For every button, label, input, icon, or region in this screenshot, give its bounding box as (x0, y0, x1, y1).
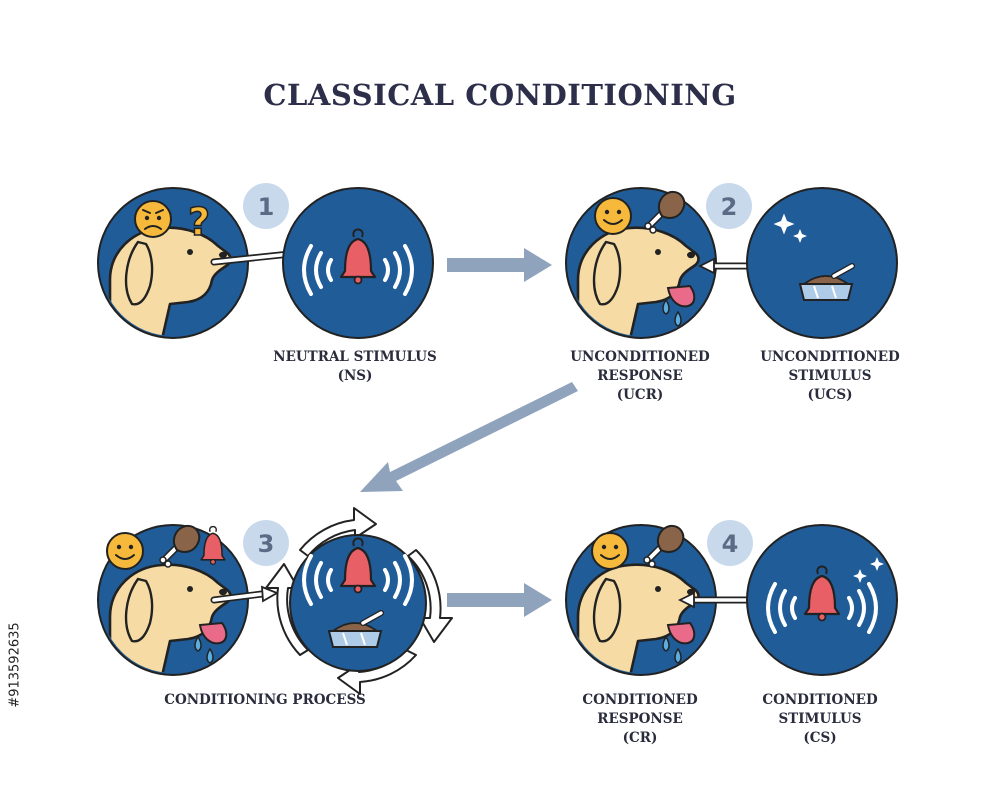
step-3-number-badge: 3 (243, 520, 289, 566)
step-2-dog-circle (565, 187, 717, 339)
step-1-stimulus-circle (282, 187, 434, 339)
stock-id-text: #913592635 (7, 622, 23, 708)
happy-face-icon (594, 197, 632, 235)
flow-arrow-3-4 (447, 583, 552, 617)
svg-text:2: 2 (721, 193, 738, 221)
neutral-stimulus-label: NEUTRAL STIMULUS(NS) (273, 349, 437, 384)
step-1-number-badge: 1 (243, 183, 289, 229)
step-3-process-circle (289, 534, 427, 672)
svg-text:3: 3 (258, 530, 275, 558)
confused-face-icon (134, 200, 172, 238)
diagram-title: CLASSICAL CONDITIONING (263, 78, 737, 112)
step-1-dog-circle (97, 187, 249, 339)
flow-arrow-1-2 (447, 248, 552, 282)
conditioning-process-label: CONDITIONING PROCESS (164, 692, 366, 708)
step-3-connector-arrow (210, 585, 280, 604)
step-4-number-badge: 4 (707, 520, 753, 566)
svg-text:1: 1 (258, 193, 275, 221)
svg-text:4: 4 (722, 530, 739, 558)
step-2-number-badge: 2 (706, 183, 752, 229)
step-4-stimulus-circle (746, 524, 898, 676)
question-mark-icon: ? (188, 200, 210, 244)
step-2-stimulus-circle (746, 187, 898, 339)
happy-face-icon (591, 532, 629, 570)
flow-arrow-2-3 (360, 382, 578, 492)
happy-face-icon (106, 532, 144, 570)
step-3-cycle-arrows-icon (265, 507, 453, 695)
